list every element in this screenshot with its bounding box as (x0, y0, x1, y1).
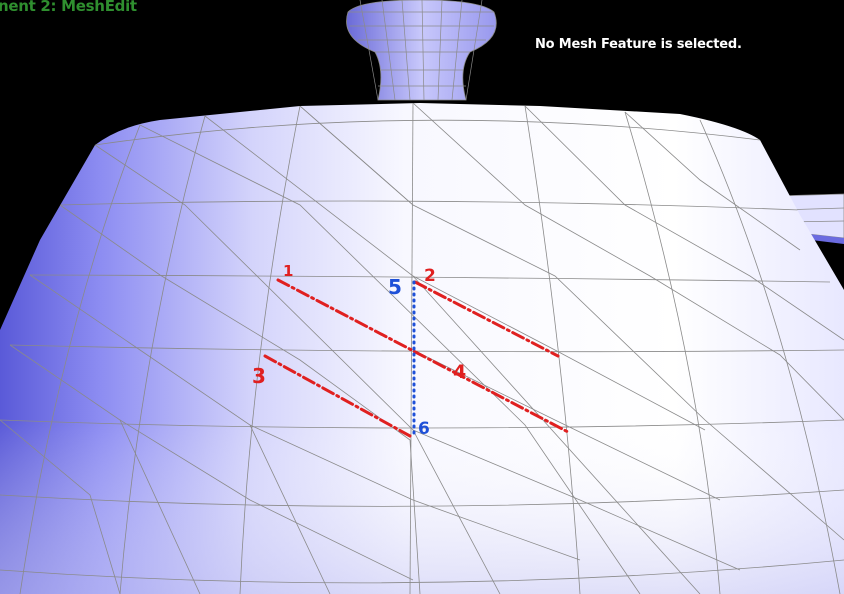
label-2: 2 (424, 266, 436, 286)
teapot-lid-knob (346, 0, 497, 101)
red-dashed-line-3 (263, 354, 412, 438)
selection-status: No Mesh Feature is selected. (535, 37, 742, 52)
label-1: 1 (283, 262, 293, 280)
label-3: 3 (252, 364, 266, 388)
teapot-body (0, 103, 844, 594)
label-6: 6 (418, 419, 430, 439)
label-5: 5 (388, 275, 402, 299)
edge-annotations (263, 278, 570, 438)
annotation-labels: 1 2 3 4 5 6 (252, 262, 466, 439)
red-dashed-line-2 (413, 280, 560, 358)
label-4: 4 (453, 361, 466, 383)
red-dashed-line-1-4 (276, 278, 570, 434)
window-title: nent 2: MeshEdit (0, 0, 137, 15)
